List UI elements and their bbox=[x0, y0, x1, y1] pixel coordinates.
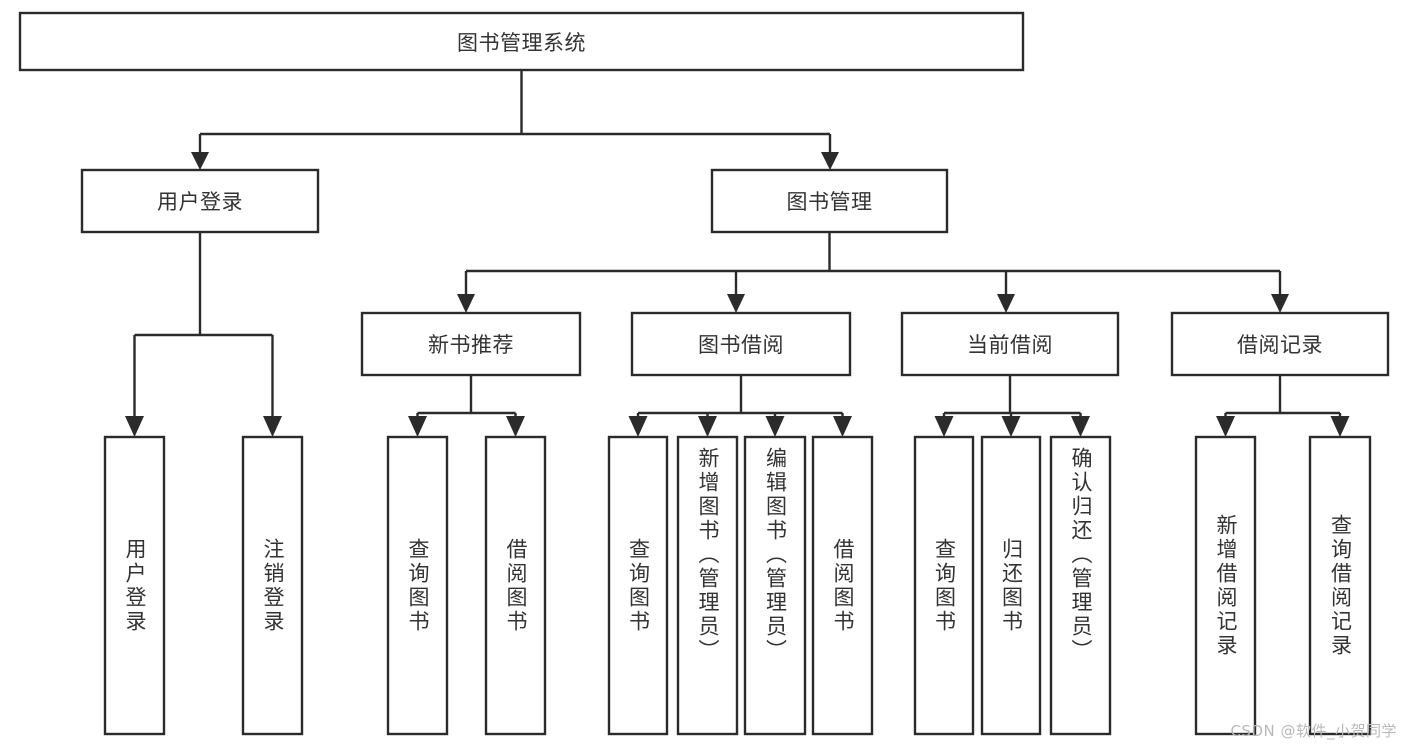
node-leaf-query-record-box[interactable] bbox=[1308, 435, 1372, 736]
arrow-icon bbox=[125, 416, 144, 437]
node-leaf-edit-book-box[interactable] bbox=[743, 435, 807, 736]
node-leaf-query-book-2-box[interactable] bbox=[607, 435, 669, 736]
arrow-icon bbox=[727, 294, 745, 313]
connector-book-manage-to-level2 bbox=[457, 232, 1289, 313]
connector-root-to-level1 bbox=[191, 70, 839, 170]
connector-borrow-record-to-leaves bbox=[1216, 375, 1350, 437]
arrow-icon bbox=[821, 152, 839, 170]
arrow-icon bbox=[263, 416, 282, 437]
connector-book-borrow-to-leaves bbox=[628, 375, 852, 437]
arrow-icon bbox=[934, 416, 954, 437]
connector-new-book-rec-to-leaves bbox=[408, 375, 525, 437]
node-root-box[interactable] bbox=[18, 11, 1025, 72]
node-leaf-query-book-1-box[interactable] bbox=[386, 435, 449, 736]
arrow-icon bbox=[191, 152, 209, 170]
arrow-icon bbox=[1330, 416, 1350, 437]
node-leaf-user-login-box[interactable] bbox=[103, 435, 166, 736]
arrow-icon bbox=[628, 416, 648, 437]
node-leaf-borrow-book-1-box[interactable] bbox=[484, 435, 547, 736]
arrow-icon bbox=[1216, 416, 1235, 437]
arrow-icon bbox=[1001, 416, 1021, 437]
arrow-icon bbox=[765, 416, 785, 437]
node-leaf-add-book-box[interactable] bbox=[676, 435, 739, 736]
arrow-icon bbox=[457, 294, 475, 313]
node-leaf-logout-box[interactable] bbox=[241, 435, 304, 736]
arrow-icon bbox=[997, 294, 1015, 313]
node-user-login-box[interactable] bbox=[80, 168, 320, 234]
node-book-borrow-box[interactable] bbox=[630, 311, 852, 377]
node-leaf-confirm-return-box[interactable] bbox=[1049, 435, 1112, 736]
arrow-icon bbox=[1271, 294, 1289, 313]
node-leaf-return-book-box[interactable] bbox=[980, 435, 1042, 736]
watermark-text: CSDN @软件_小贺同学 bbox=[1230, 722, 1397, 740]
connector-user-login-to-leaves bbox=[125, 232, 282, 437]
node-leaf-query-book-3-box[interactable] bbox=[913, 435, 975, 736]
node-book-manage-box[interactable] bbox=[710, 168, 949, 234]
arrow-icon bbox=[698, 416, 717, 437]
node-new-book-rec-box[interactable] bbox=[360, 311, 582, 377]
node-leaf-add-record-box[interactable] bbox=[1194, 435, 1257, 736]
node-current-borrow-box[interactable] bbox=[900, 311, 1120, 377]
arrow-icon bbox=[408, 416, 427, 437]
node-leaf-borrow-book-2-box[interactable] bbox=[811, 435, 874, 736]
arrow-icon bbox=[1071, 416, 1090, 437]
arrow-icon bbox=[506, 416, 525, 437]
arrow-icon bbox=[833, 416, 852, 437]
connector-current-borrow-to-leaves bbox=[934, 375, 1090, 437]
node-borrow-record-box[interactable] bbox=[1170, 311, 1390, 377]
